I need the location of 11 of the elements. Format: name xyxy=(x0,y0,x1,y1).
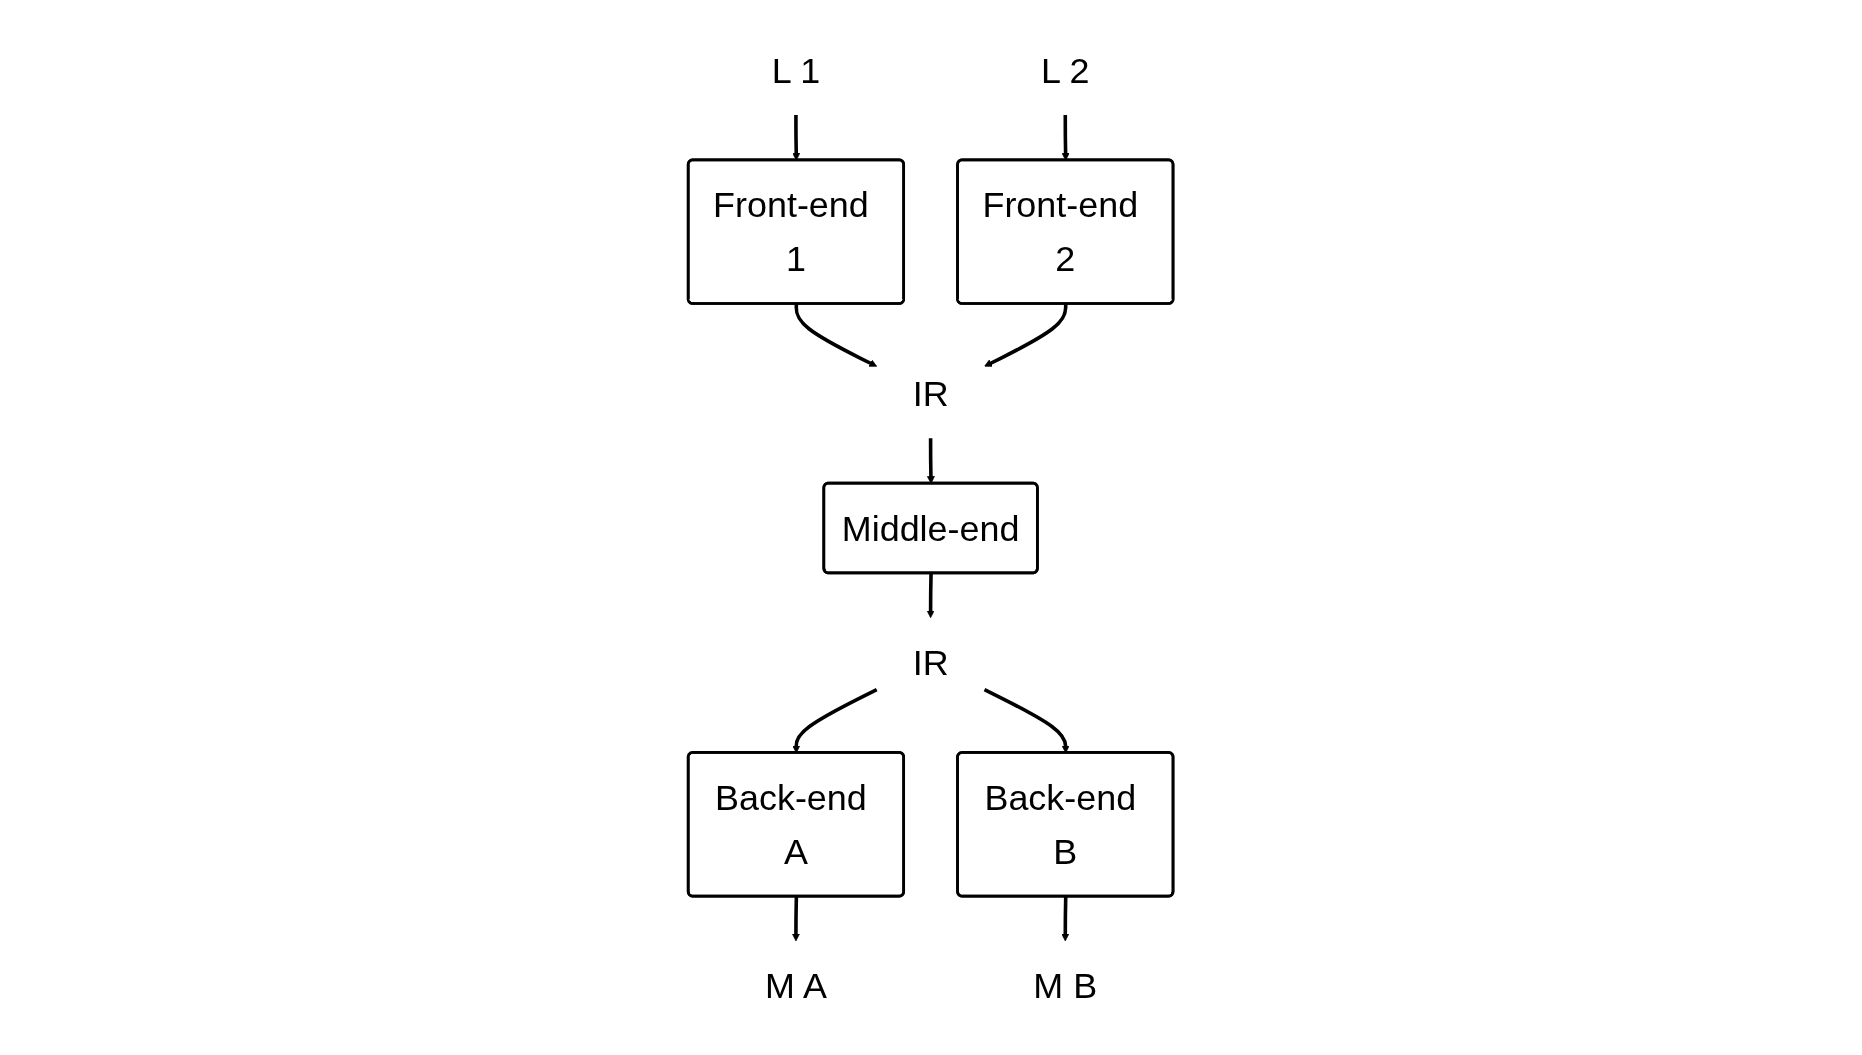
node-text: L 2 xyxy=(1041,49,1090,90)
arrow xyxy=(927,572,935,618)
node-text: M B xyxy=(1033,965,1098,1006)
arrow xyxy=(1061,896,1070,941)
node-text: IR xyxy=(913,642,949,682)
arrow xyxy=(794,303,878,367)
node-text: IR xyxy=(913,373,949,413)
arrow xyxy=(984,303,1068,367)
node-text: L 1 xyxy=(772,49,821,90)
arrow xyxy=(792,896,801,941)
node-text: M A xyxy=(765,965,828,1006)
